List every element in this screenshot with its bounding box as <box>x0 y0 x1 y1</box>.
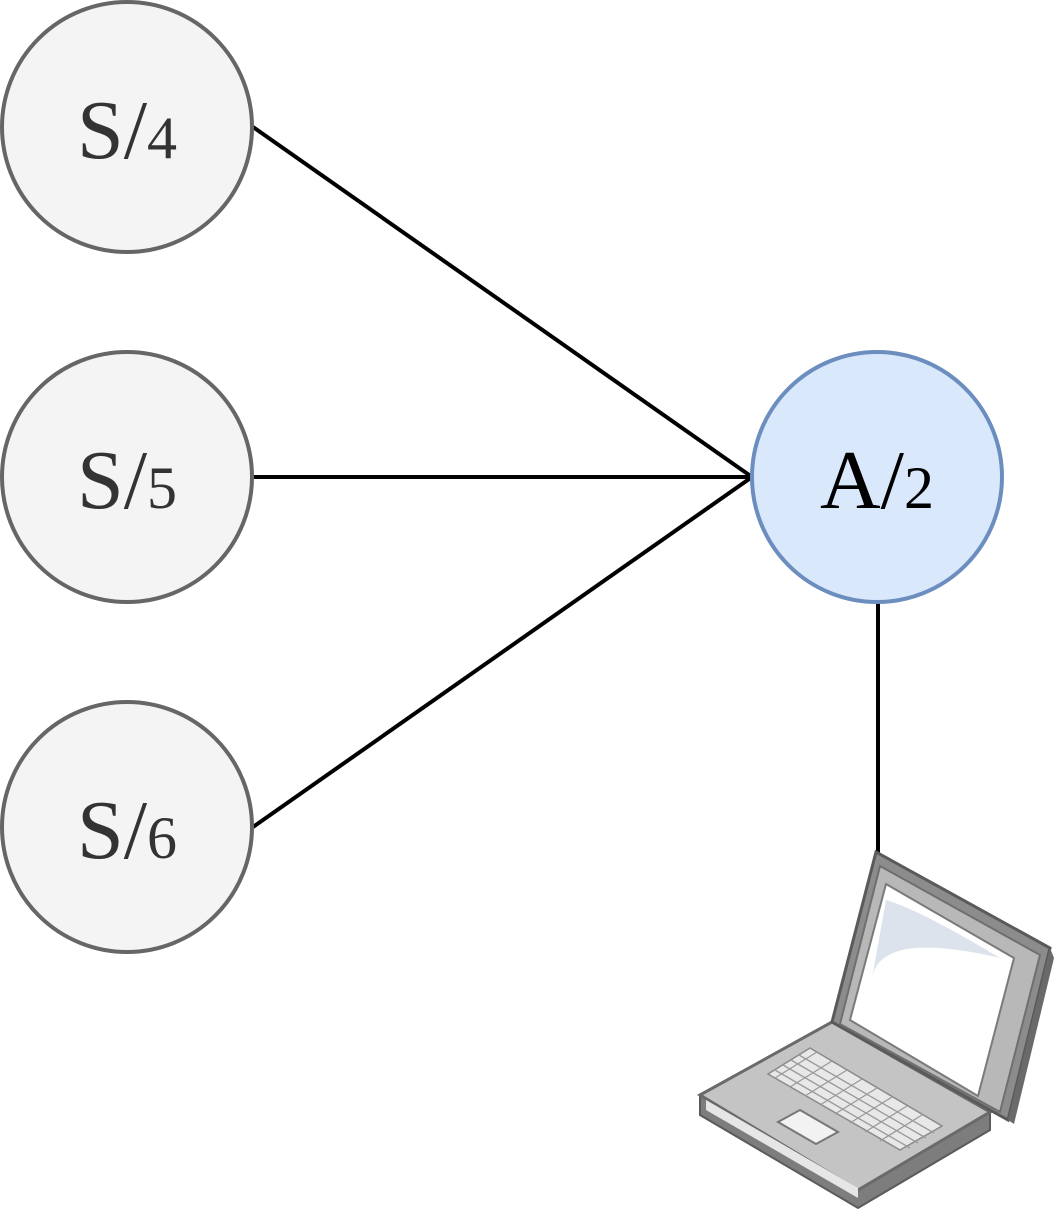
node-s5-circle <box>0 350 254 604</box>
node-s6-label: S/6 <box>77 784 177 877</box>
laptop-base-edge <box>706 1100 858 1198</box>
laptop-lid-side <box>1008 948 1054 1124</box>
node-a2-circle <box>750 350 1004 604</box>
edge-s6-a2 <box>251 475 754 829</box>
node-a2[interactable]: A/2 <box>750 350 1004 604</box>
laptop-touchpad <box>775 1108 841 1146</box>
node-s5[interactable]: S/5 <box>0 350 254 604</box>
edges <box>251 125 880 858</box>
laptop-screen-glare <box>872 900 1000 978</box>
laptop-icon[interactable] <box>696 849 1054 1210</box>
node-a2-label: A/2 <box>820 434 934 527</box>
node-s6-circle <box>0 700 254 954</box>
laptop-keys <box>774 1051 935 1149</box>
node-s4-label: S/4 <box>77 84 177 177</box>
node-s6[interactable]: S/6 <box>0 700 254 954</box>
node-s5-label: S/5 <box>77 434 177 527</box>
node-s4-circle <box>0 0 254 254</box>
node-s4[interactable]: S/4 <box>0 0 254 254</box>
edge-s4-a2 <box>251 125 754 479</box>
